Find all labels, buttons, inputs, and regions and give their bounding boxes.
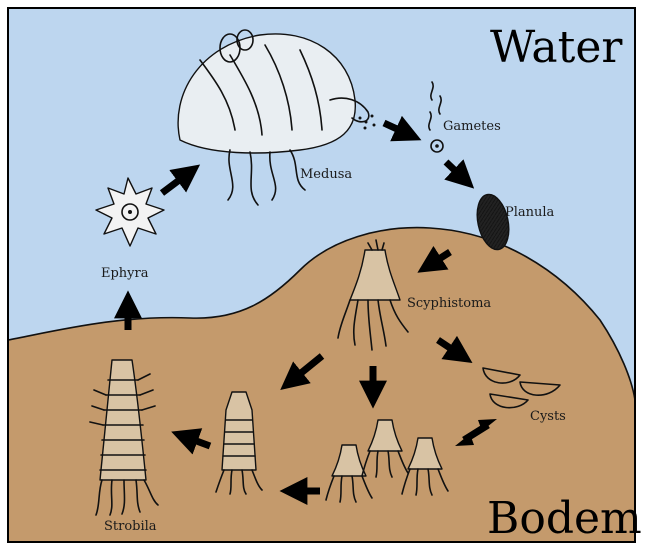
- bottom-label: Bodem: [487, 493, 642, 544]
- medusa-label: Medusa: [300, 167, 352, 182]
- ephyra-label: Ephyra: [101, 266, 149, 281]
- cysts-label: Cysts: [530, 409, 566, 424]
- scyphistoma-label: Scyphistoma: [407, 296, 491, 311]
- gametes-label: Gametes: [443, 119, 501, 134]
- water-label: Water: [490, 22, 623, 73]
- strobila-label: Strobila: [104, 519, 157, 534]
- planula-label: Planula: [505, 205, 555, 220]
